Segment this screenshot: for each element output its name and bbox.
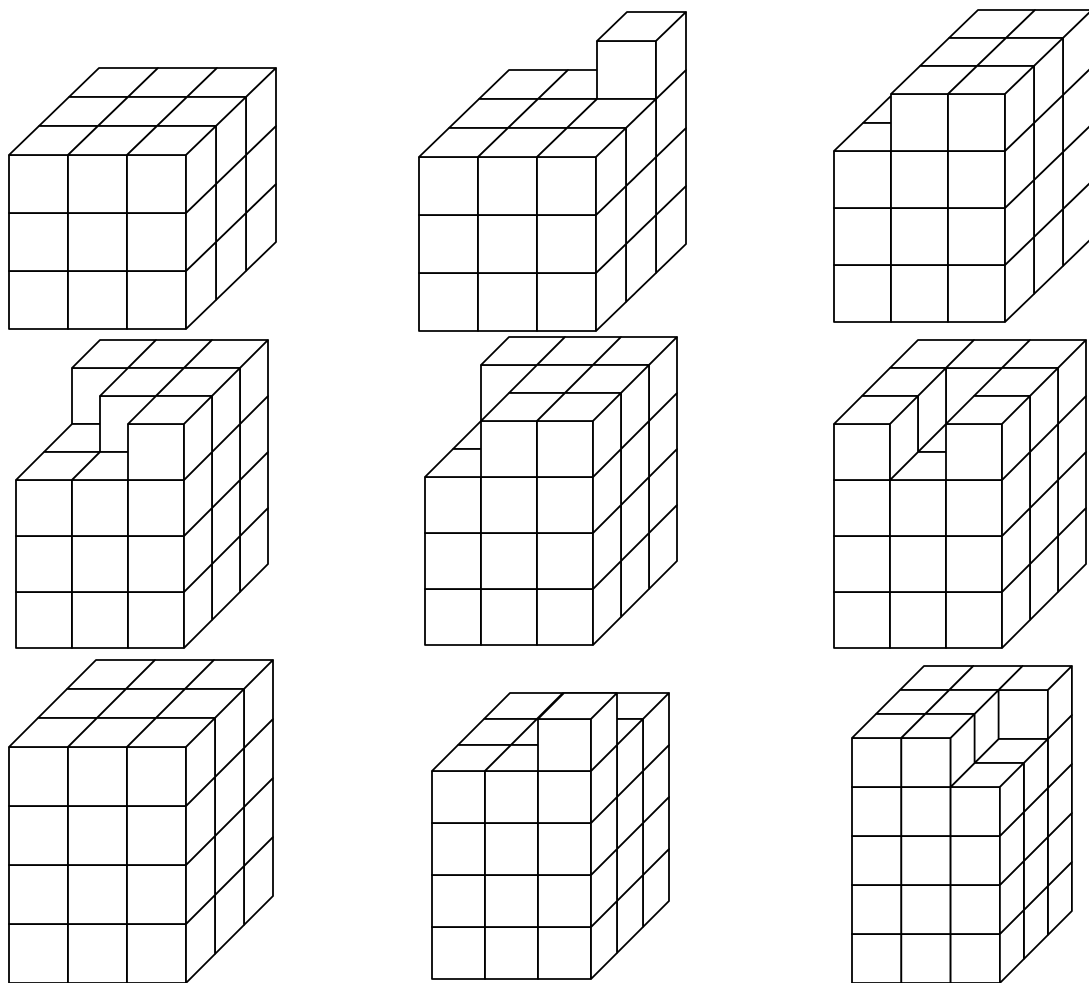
- cube-stack-2: [419, 12, 686, 331]
- cube-stack-7: [9, 660, 273, 983]
- cube-stack-8: [432, 693, 669, 979]
- cube-stack-1: [9, 68, 276, 329]
- cube-stack-4: [16, 340, 268, 648]
- cube-stack-3: [834, 10, 1089, 322]
- cube-stack-9: [852, 666, 1072, 983]
- cube-stack-6: [834, 340, 1086, 648]
- cube-stack-5: [425, 337, 677, 645]
